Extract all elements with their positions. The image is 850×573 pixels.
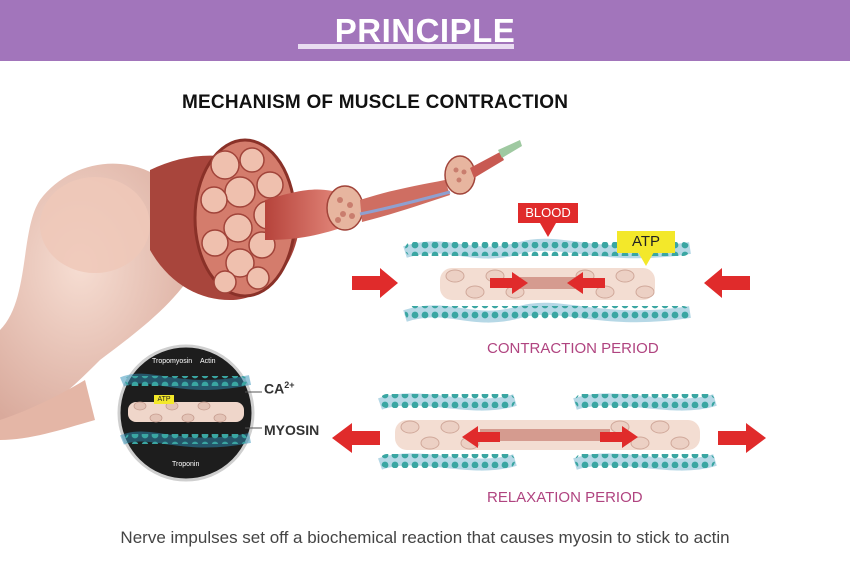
contraction-period-label: CONTRACTION PERIOD (487, 340, 659, 357)
muscle-bundle (150, 138, 522, 300)
calcium-label: CA2+ (264, 380, 295, 397)
banner-title: PRINCIPLE (334, 12, 516, 49)
relaxation-period-label: RELAXATION PERIOD (487, 489, 643, 506)
myosin-label: MYOSIN (264, 422, 320, 438)
inset-actin-label: Actin (200, 358, 216, 365)
inset-detail-circle (117, 344, 262, 482)
inset-atp-tag: ATP (154, 395, 174, 404)
diagram-heading: MECHANISM OF MUSCLE CONTRACTION (182, 92, 569, 113)
contraction-sarcomere (403, 238, 691, 323)
blood-tag: BLOOD (518, 203, 578, 223)
atp-tag: ATP (617, 231, 675, 253)
relaxation-arrows (332, 423, 766, 453)
banner-underline (298, 44, 514, 49)
contraction-arrows (352, 223, 750, 298)
header-banner (0, 0, 850, 61)
caption-text: Nerve impulses set off a biochemical rea… (120, 528, 730, 547)
inset-troponin-label: Troponin (172, 461, 200, 468)
inset-tropomyosin-label: Tropomyosin (152, 358, 193, 365)
relaxation-sarcomere (378, 393, 717, 471)
calcium-label-text: CA (264, 380, 285, 397)
calcium-charge: 2+ (284, 380, 295, 390)
